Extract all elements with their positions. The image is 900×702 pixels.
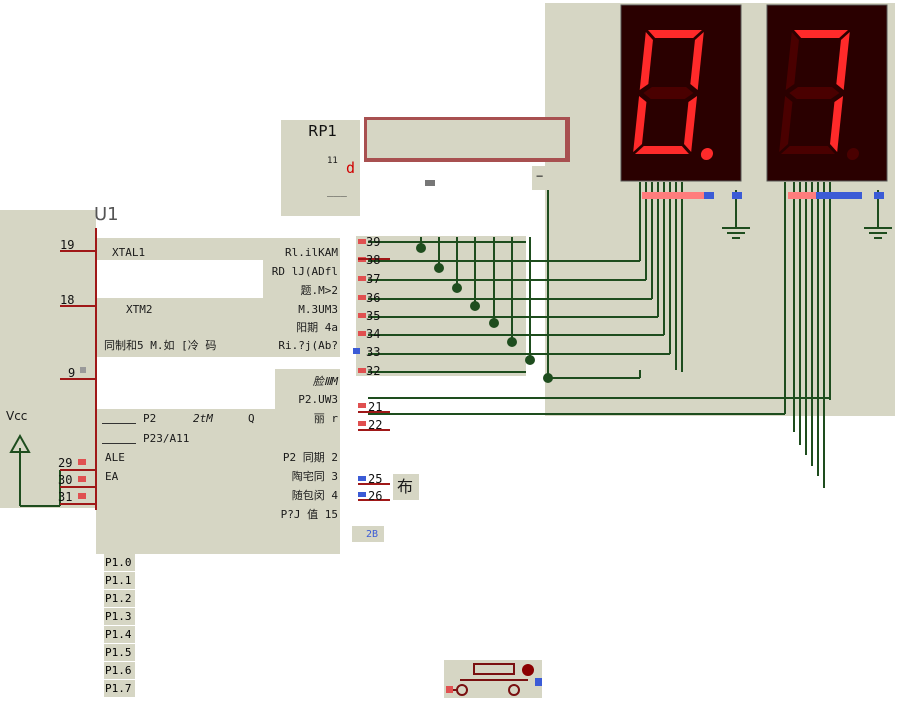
- pin-18: 18: [60, 293, 75, 307]
- pin-2b: 2B: [366, 529, 379, 540]
- p2-underline: [102, 423, 136, 424]
- pin-29: 29: [58, 456, 73, 470]
- label-p23-a11: P23/A11: [143, 432, 190, 445]
- label-p0-3: M.3UM3: [298, 303, 338, 316]
- rp1-small-icon: [425, 180, 435, 186]
- pin-p1-3: P1.3: [104, 608, 135, 625]
- label-p2-f: 随包闵 4: [291, 489, 338, 502]
- pin-39: 39: [366, 235, 381, 249]
- pin-p1-2: P1.2: [104, 590, 135, 607]
- pin-37: 37: [366, 272, 381, 286]
- pin-34: 34: [366, 327, 381, 341]
- label-reset: 同制和5 M.如 [冷 码: [104, 339, 217, 352]
- label-xtal1: XTAL1: [112, 246, 146, 259]
- label-p2-e: 陶宅同 3: [291, 470, 338, 483]
- p23-underline: [102, 443, 136, 444]
- segment-f: [639, 32, 653, 90]
- label-p0-5: Ri.?j(Ab?: [278, 339, 338, 352]
- pin-p1-7: P1.7: [104, 680, 135, 697]
- label-p0-2: 题.M>2: [300, 284, 339, 297]
- segment-dp: [700, 148, 714, 160]
- label-p2-a: 脸ⅢM: [312, 375, 338, 388]
- segment-a: [648, 30, 702, 38]
- segment-f: [785, 32, 799, 90]
- pin-19: 19: [60, 238, 75, 252]
- rp1-mark: d: [346, 159, 356, 177]
- u1-left-panel: [0, 210, 96, 508]
- segment-dp: [846, 148, 860, 160]
- label-p0-4: 阳期 4a: [296, 321, 338, 334]
- pin-26: 26: [368, 489, 383, 503]
- pin-p1-4: P1.4: [104, 626, 135, 643]
- pin-25: 25: [368, 472, 383, 486]
- label-p2-d: P2 同期 2: [282, 451, 338, 464]
- segment-g: [643, 87, 694, 99]
- p2b-note: 布: [397, 477, 414, 496]
- pin-33: 33: [366, 345, 381, 359]
- rp1-ref: RP1: [308, 122, 338, 140]
- pin-31: 31: [58, 490, 73, 504]
- label-p2-b: P2.UW3: [298, 393, 338, 406]
- label-ea: EA: [105, 470, 119, 483]
- label-p2-c: 丽 r: [313, 412, 338, 425]
- pin-30: 30: [58, 473, 73, 487]
- rp1-pin-11: 11: [327, 156, 338, 166]
- segment-b: [836, 32, 850, 90]
- segment-b: [690, 32, 704, 90]
- pin-22: 22: [368, 418, 383, 432]
- label-p2-g: P?J 值 15: [280, 508, 338, 521]
- pin-9: 9: [68, 366, 76, 380]
- rp1-minus: −: [536, 169, 544, 183]
- pin-2b-box: [352, 526, 384, 542]
- pin-p1-6: P1.6: [104, 662, 135, 679]
- rp1-panel: [281, 120, 360, 216]
- label-p0-1: RD lJ(ADfl: [271, 265, 338, 278]
- rp1-dash: ___: [327, 184, 347, 197]
- label-p0-0: Rl.ilKAM: [285, 246, 338, 259]
- segment-c: [830, 96, 844, 152]
- pin-p1-1: P1.1: [104, 572, 135, 589]
- p2b-note-box: [393, 474, 419, 500]
- chip-blank-3: [275, 357, 340, 369]
- chip-blank-1: [97, 260, 263, 298]
- pin-21: 21: [368, 400, 383, 414]
- segment-e: [633, 96, 647, 152]
- vcc-label: Vcc: [6, 409, 28, 423]
- label-p2: P2: [143, 412, 157, 425]
- pin-p1-5: P1.5: [104, 644, 135, 661]
- segment-a: [794, 30, 848, 38]
- segment-d: [634, 146, 689, 154]
- pin-p1-0: P1.0: [104, 554, 135, 571]
- pin-35: 35: [366, 309, 381, 323]
- u1-ref: U1: [94, 204, 119, 225]
- pin-36: 36: [366, 291, 381, 305]
- rp1-resistor-inner: [367, 120, 565, 158]
- pin-38: 38: [366, 253, 381, 267]
- segment-g: [789, 87, 840, 99]
- label-q: Q: [248, 412, 255, 425]
- label-2tm: 2tM: [193, 412, 213, 425]
- label-xtm2: XTM2: [126, 303, 153, 316]
- segment-c: [684, 96, 698, 152]
- label-ale: ALE: [105, 451, 125, 464]
- segment-d: [780, 146, 835, 154]
- pin-32: 32: [366, 364, 381, 378]
- segment-e: [779, 96, 793, 152]
- chip-blank-2: [97, 357, 275, 409]
- rp1-minus-box: [532, 166, 551, 190]
